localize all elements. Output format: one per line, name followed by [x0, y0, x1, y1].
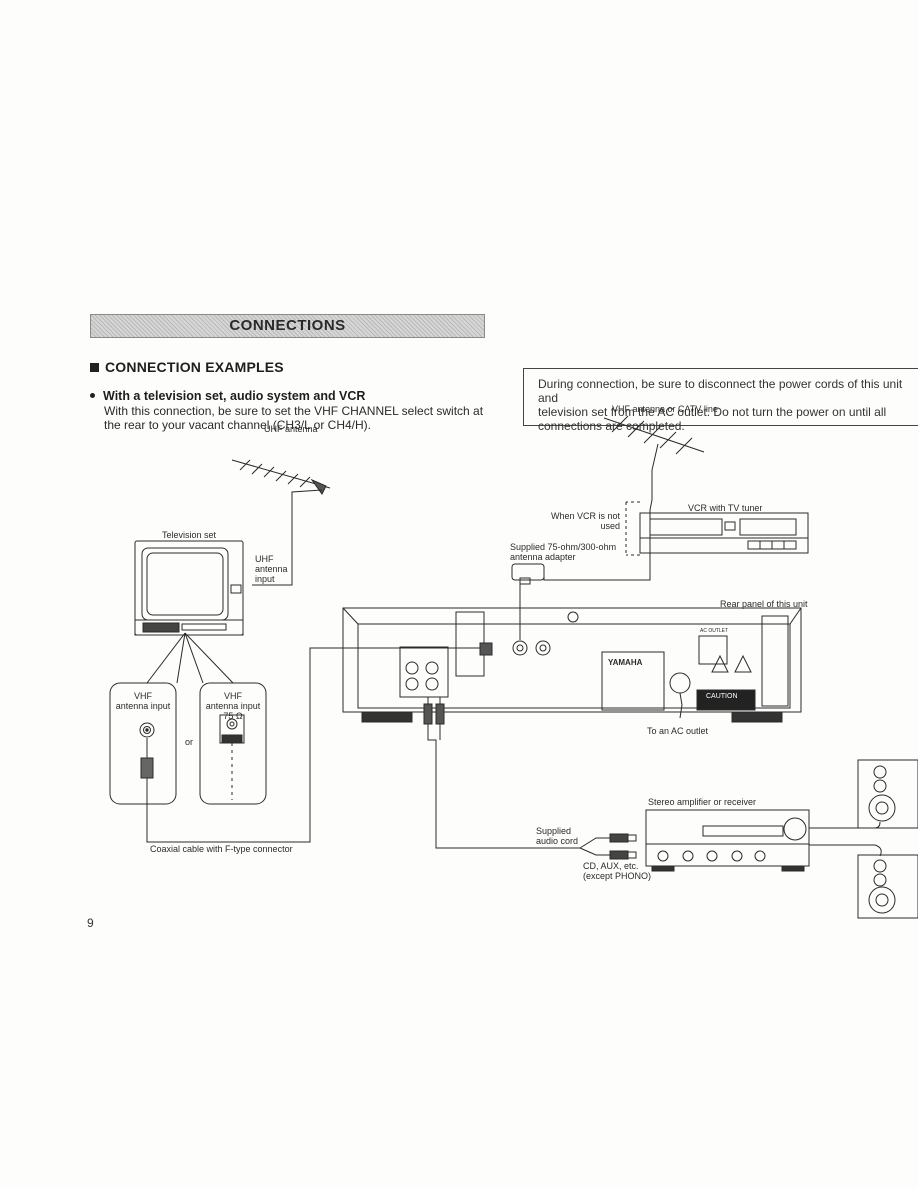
banner-title: CONNECTIONS	[229, 317, 346, 334]
sub-heading-text: With a television set, audio system and …	[103, 389, 366, 403]
section-heading: CONNECTION EXAMPLES	[90, 359, 284, 375]
vhf-catv-label: VHF antenna or CATV line	[612, 404, 718, 414]
to-ac-outlet-label: To an AC outlet	[647, 726, 709, 736]
brand-label: YAMAHA	[608, 658, 643, 667]
vcr-icon	[639, 512, 809, 554]
coaxial-cable-label: Coaxial cable with F-type connector	[150, 844, 293, 854]
stereo-amp-label: Stereo amplifier or receiver	[648, 797, 757, 807]
rear-panel-label: Rear panel of this unit	[720, 599, 808, 609]
warning-box: During connection, be sure to disconnect…	[523, 368, 918, 433]
television-set-icon	[134, 540, 244, 636]
caution-label: CAUTION	[706, 693, 738, 700]
section-heading-text: CONNECTION EXAMPLES	[105, 359, 284, 375]
vhf-input-callout-right	[199, 682, 267, 805]
stereo-amplifier-icon	[645, 809, 882, 872]
rca-plug-icon	[579, 833, 637, 860]
unit-rear-panel-icon	[342, 607, 802, 723]
vhf-input-left-label: VHF antenna input	[115, 691, 171, 711]
vcr-label: VCR with TV tuner	[688, 503, 763, 513]
adapter-label: Supplied 75-ohm/300-ohm antenna adapter	[510, 542, 617, 562]
section-banner: CONNECTIONS	[90, 314, 485, 338]
page-number: 9	[87, 916, 94, 930]
antenna-adapter-icon	[511, 563, 545, 640]
uhf-antenna-input-label: UHF antenna input	[255, 554, 288, 584]
bullet-icon	[90, 393, 95, 398]
uhf-antenna-icon	[231, 459, 331, 586]
speaker-icon	[857, 759, 918, 919]
ac-outlet-label: AC OUTLET	[700, 628, 729, 634]
or-label: or	[185, 737, 194, 747]
when-vcr-not-used-label: When VCR is not used	[550, 511, 620, 531]
coax-jack-icon	[139, 722, 155, 810]
square-bullet-icon	[90, 363, 99, 372]
intro-paragraph: With this connection, be sure to set the…	[104, 404, 484, 432]
cd-aux-label: CD, AUX, etc. (except PHONO)	[583, 861, 652, 881]
vhf-input-callout-left	[109, 682, 177, 805]
supplied-audio-cord-label: Supplied audio cord	[536, 826, 579, 846]
television-set-label: Television set	[162, 530, 217, 540]
sub-heading: With a television set, audio system and …	[90, 389, 365, 403]
uhf-antenna-label: UHF antenna	[264, 424, 318, 434]
warning-text: During connection, be sure to disconnect…	[538, 377, 903, 433]
antenna-jack-icon	[219, 714, 245, 800]
vhf-input-right-label: VHF antenna input 75 Ω	[205, 691, 261, 721]
